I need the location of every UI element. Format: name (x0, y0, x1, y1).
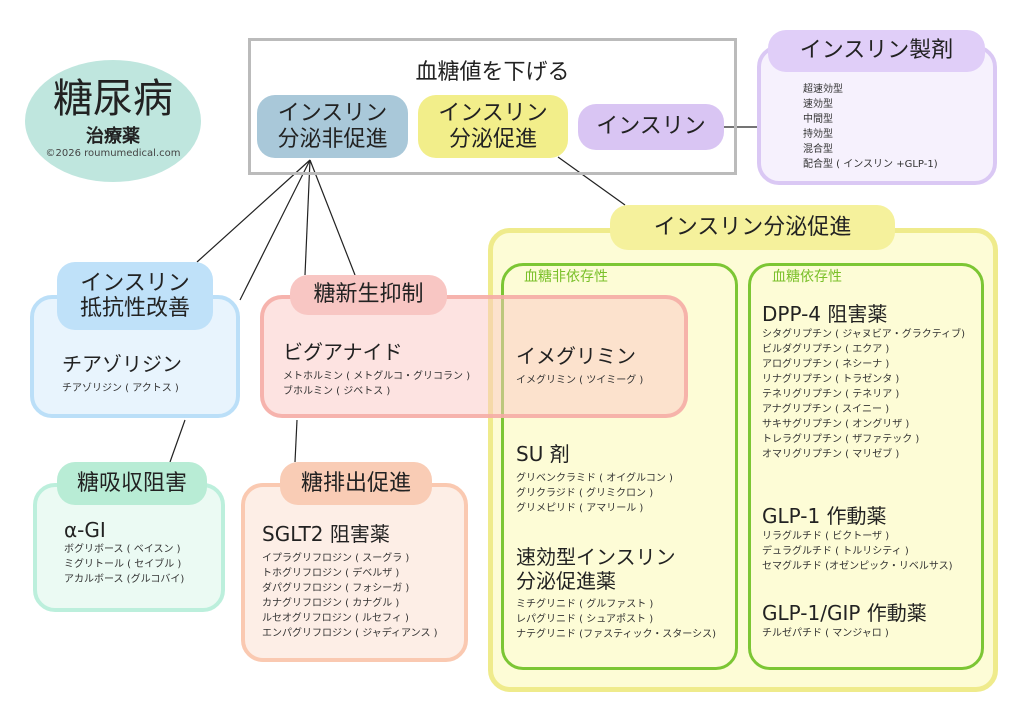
drug-item: グリクラジド ( グリミクロン ) (516, 488, 654, 499)
copyright: ©2026 roumumedical.com (45, 148, 181, 159)
independent-box (501, 263, 738, 670)
insulin-prep-list: 超速効型 速効型 中間型 持効型 混合型 配合型 ( インスリン +GLP-1) (803, 82, 938, 172)
drug-item: レパグリニド ( シュアポスト ) (516, 614, 654, 625)
chip-label: インスリン 分泌促進 (438, 101, 548, 152)
drug-item: アカルボース (グルコバイ) (64, 574, 185, 585)
drug-class: 速効型インスリン 分泌促進薬 (516, 545, 676, 593)
insulin-prep-title: インスリン製剤 (768, 30, 985, 72)
excretion-box (241, 483, 468, 662)
drug-item: チルゼパチド ( マンジャロ ) (762, 628, 889, 639)
secretion-title: インスリン分泌促進 (610, 205, 895, 250)
drug-class: DPP-4 阻害薬 (762, 302, 888, 326)
drug-item: エンパグリフロジン ( ジャディアンス ) (262, 628, 438, 639)
list-item: 持効型 (803, 129, 833, 140)
drug-class: GLP-1/GIP 作動薬 (762, 601, 927, 625)
dpp4-group: DPP-4 阻害薬 シタグリプチン ( ジャヌビア・グラクティブ) ビルダグリプ… (762, 298, 965, 462)
drug-item: リラグルチド ( ビクトーザ ) (762, 531, 890, 542)
drug-class: α-GI (64, 518, 106, 542)
glinide-group: 速効型インスリン 分泌促進薬 ミチグリニド ( グルファスト ) レパグリニド … (516, 545, 716, 642)
drug-class: ビグアナイド (283, 340, 403, 364)
drug-item: ボグリボース ( ベイスン ) (64, 544, 181, 555)
gluconeo-box (260, 295, 688, 418)
drug-class: チアゾリジン (62, 352, 182, 376)
drug-item: チアゾリジン ( アクトス ) (62, 383, 179, 394)
drug-item: アログリプチン ( ネシーナ ) (762, 359, 890, 370)
chip-non-secretion: インスリン 分泌非促進 (257, 95, 408, 158)
drug-item: オマリグリプチン ( マリゼブ ) (762, 449, 900, 460)
biguanide-group: ビグアナイド メトホルミン ( メトグルコ・グリコラン ) ブホルミン ( ジベ… (283, 336, 470, 399)
top-title: 血糖値を下げる (415, 60, 570, 85)
drug-item: ブホルミン ( ジベトス ) (283, 386, 391, 397)
dependent-label: 血糖依存性 (772, 269, 842, 285)
drug-class: GLP-1 作動薬 (762, 504, 887, 528)
drug-item: リナグリプチン ( トラゼンタ ) (762, 374, 900, 385)
drug-item: デュラグルチド ( トルリシティ ) (762, 546, 909, 557)
chip-label: インスリン (596, 114, 706, 140)
drug-item: ダパグリフロジン ( フォシーガ ) (262, 583, 410, 594)
drug-item: イプラグリフロジン ( スーグラ ) (262, 553, 410, 564)
drug-item: セマグルチド (オゼンピック・リベルサス) (762, 561, 953, 572)
logo-subtitle: 治療薬 (86, 126, 140, 147)
drug-class: SGLT2 阻害薬 (262, 522, 390, 546)
chip-secretion: インスリン 分泌促進 (418, 95, 568, 158)
list-item: 中間型 (803, 114, 833, 125)
excretion-title: 糖排出促進 (280, 462, 432, 505)
imeglimin-group: イメグリミン イメグリミン ( ツイミーグ ) (516, 340, 643, 388)
list-item: 超速効型 (803, 84, 843, 95)
drug-item: サキサグリプチン ( オングリザ ) (762, 419, 910, 430)
dependent-box (748, 263, 984, 670)
independent-label: 血糖非依存性 (524, 269, 608, 285)
drug-item: シタグリプチン ( ジャヌビア・グラクティブ) (762, 329, 966, 340)
drug-item: トホグリフロジン ( デベルザ ) (262, 568, 400, 579)
glp1gip-group: GLP-1/GIP 作動薬 チルゼパチド ( マンジャロ ) (762, 597, 927, 641)
drug-item: グリベンクラミド ( オイグルコン ) (516, 473, 673, 484)
top-box (248, 38, 737, 175)
drug-class: イメグリミン (516, 344, 636, 368)
su-group: SU 剤 グリベンクラミド ( オイグルコン ) グリクラジド ( グリミクロン… (516, 438, 673, 516)
sglt2-group: SGLT2 阻害薬 イプラグリフロジン ( スーグラ ) トホグリフロジン ( … (262, 518, 438, 641)
drug-item: ビルダグリプチン ( エクア ) (762, 344, 890, 355)
drug-item: テネリグリプチン ( テネリア ) (762, 389, 900, 400)
list-item: 速効型 (803, 99, 833, 110)
chip-label: インスリン 分泌非促進 (277, 101, 388, 152)
drug-item: ルセオグリフロジン ( ルセフィ ) (262, 613, 409, 624)
drug-class: SU 剤 (516, 442, 570, 466)
list-item: 配合型 ( インスリン +GLP-1) (803, 159, 938, 170)
logo-title: 糖尿病 (53, 76, 173, 122)
drug-item: トレラグリプチン ( ザファテック ) (762, 434, 920, 445)
drug-item: ミチグリニド ( グルファスト ) (516, 599, 654, 610)
drug-item: ナテグリニド (ファスティック・スターシス) (516, 629, 716, 640)
absorption-title: 糖吸収阻害 (57, 462, 207, 505)
drug-item: アナグリプチン ( スイニー ) (762, 404, 890, 415)
glp1-group: GLP-1 作動薬 リラグルチド ( ビクトーザ ) デュラグルチド ( トルリ… (762, 500, 953, 574)
drug-item: メトホルミン ( メトグルコ・グリコラン ) (283, 371, 471, 382)
thiazolidine-group: チアゾリジン チアゾリジン ( アクトス ) (62, 348, 182, 396)
gluconeo-title: 糖新生抑制 (290, 275, 447, 315)
drug-item: グリメピリド ( アマリール ) (516, 503, 644, 514)
resistance-title: インスリン 抵抗性改善 (57, 262, 213, 330)
chip-label: インスリン 抵抗性改善 (79, 270, 190, 321)
list-item: 混合型 (803, 144, 833, 155)
drug-item: ミグリトール ( セイブル ) (64, 559, 182, 570)
chip-insulin: インスリン (578, 104, 724, 150)
drug-item: カナグリフロジン ( カナグル ) (262, 598, 400, 609)
drug-item: イメグリミン ( ツイミーグ ) (516, 375, 644, 386)
agi-group: α-GI ボグリボース ( ベイスン ) ミグリトール ( セイブル ) アカル… (64, 518, 184, 587)
logo: 糖尿病 治療薬 ©2026 roumumedical.com (25, 60, 201, 182)
